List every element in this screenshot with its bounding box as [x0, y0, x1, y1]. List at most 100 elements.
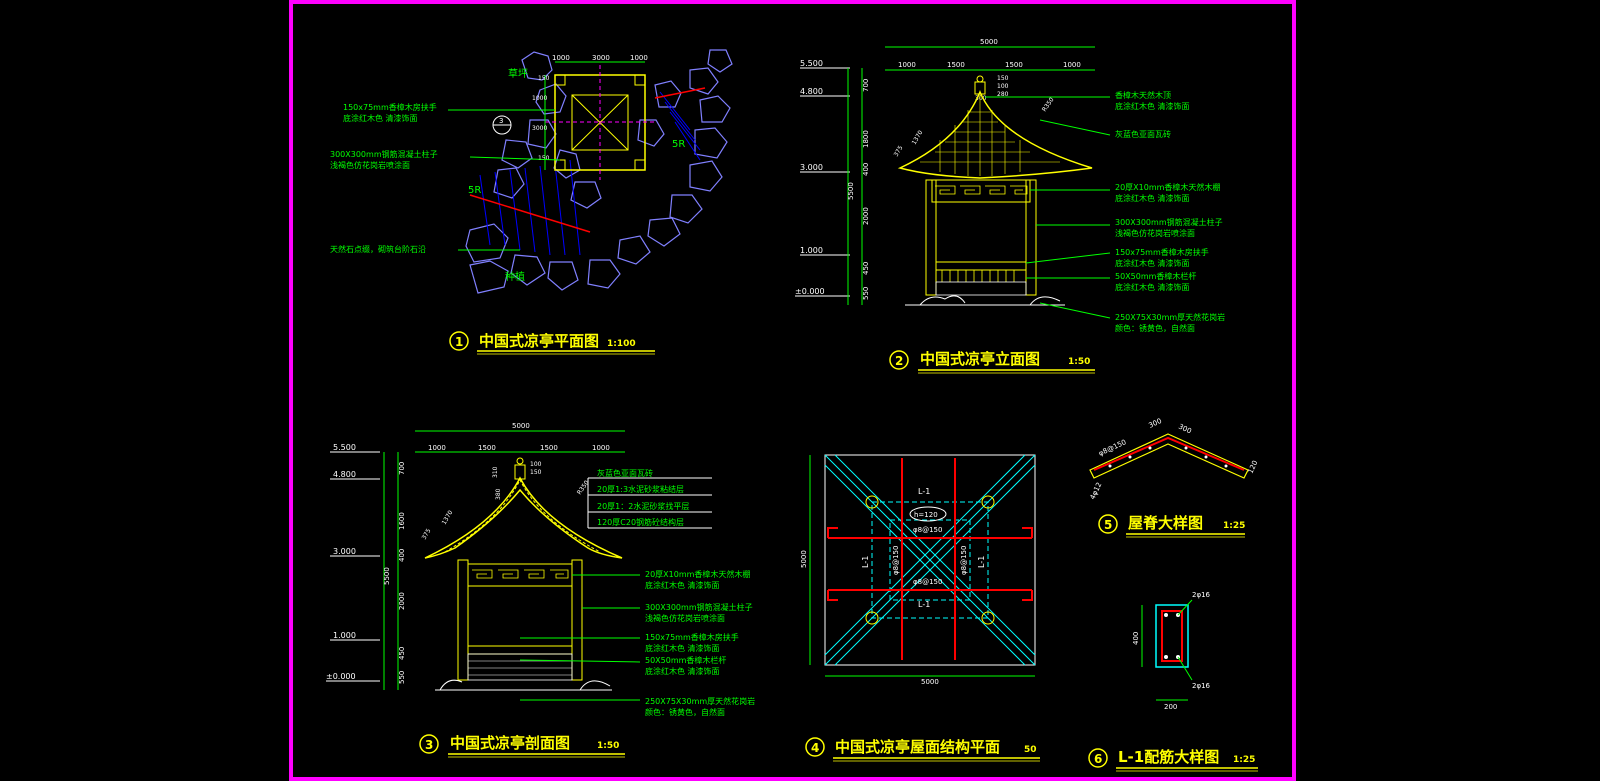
elev-overall: 5000 — [980, 38, 998, 46]
title-5: 5 屋脊大样图 1:25 — [1098, 514, 1245, 538]
title-6: 6 L-1配筋大样图 1:25 — [1088, 748, 1258, 772]
rebar-width: 200 — [1164, 703, 1177, 711]
sect-layer-2: 20厚1:3水泥砂浆粘结层 — [597, 484, 684, 494]
sect-h-6: 550 — [398, 671, 406, 684]
plan-dim-top-2: 3000 — [592, 54, 610, 62]
plan-note-1a: 150x75mm香樟木房扶手 — [343, 102, 437, 112]
elev-h-5: 450 — [862, 262, 870, 275]
elev-dim-3: 1500 — [1005, 61, 1023, 69]
rebar-drawing: 2φ16 2φ16 400 200 — [1132, 591, 1211, 711]
title-3-scale: 1:50 — [597, 741, 619, 751]
title-2-text: 中国式凉亭立面图 — [920, 350, 1040, 368]
elev-small-1: 150 — [997, 75, 1009, 82]
sect-note-4a: 50X50mm香樟木栏杆 — [645, 655, 726, 665]
sect-dim-4: 1000 — [592, 444, 610, 452]
sect-level-1: 5.500 — [333, 443, 356, 452]
title-4: 4 中国式凉亭屋面结构平面 50 — [805, 737, 1040, 762]
sect-level-4: 1.000 — [333, 631, 356, 640]
sect-h-5: 450 — [398, 647, 406, 660]
sect-h-4: 2000 — [398, 592, 406, 610]
elev-note-2: 灰蓝色亚面瓦砖 — [1115, 129, 1171, 139]
elev-note-1b: 底涂红木色 清漆饰面 — [1115, 101, 1190, 111]
plan-slope-hatch — [479, 91, 701, 256]
plan-dim-top-1: 1000 — [552, 54, 570, 62]
sect-dim-2: 1500 — [478, 444, 496, 452]
plan-note-2a: 300X300mm钢筋混凝土柱子 — [330, 149, 438, 159]
sect-level-2: 4.800 — [333, 470, 356, 479]
title-1-num: 1 — [455, 335, 463, 349]
elev-h-2: 1800 — [862, 130, 870, 148]
sect-small-4: 380 — [495, 488, 502, 500]
elev-h-1: 700 — [862, 79, 870, 92]
plan-note-1b: 底涂红木色 清漆饰面 — [343, 113, 418, 123]
title-5-text: 屋脊大样图 — [1128, 514, 1203, 532]
sect-overall: 5000 — [512, 422, 530, 430]
elev-level-2: 4.800 — [800, 87, 823, 96]
sect-note-2a: 300X300mm钢筋混凝土柱子 — [645, 602, 753, 612]
elev-roof-dim-1: 375 — [893, 144, 905, 158]
sect-layer-3: 20厚1：2水泥砂浆找平层 — [597, 501, 689, 511]
elev-dim-2: 1500 — [947, 61, 965, 69]
elev-level-4: 1.000 — [800, 246, 823, 255]
elev-level-3: 3.000 — [800, 163, 823, 172]
sect-layer-4: 120厚C20钢筋砼结构层 — [597, 517, 684, 527]
elev-roof-dim-3: R350 — [1041, 96, 1056, 113]
elev-note-6b: 底涂红木色 清漆饰面 — [1115, 282, 1190, 292]
roof-dim-side: 5000 — [800, 550, 808, 568]
plan-dim-side-1: 150 — [538, 75, 550, 82]
sect-roof — [424, 476, 623, 559]
elev-roof-dim-2: 1370 — [911, 129, 925, 146]
elev-h-6: 550 — [862, 287, 870, 300]
sect-level-3: 3.000 — [333, 547, 356, 556]
roof-beam-bottom: L-1 — [918, 600, 930, 609]
sect-note-5a: 250X75X30mm厚天然花岗岩 — [645, 696, 755, 706]
plan-note-3: 天然石点缀，砌筑台阶石沿 — [330, 244, 426, 254]
plan-note-2b: 浅褐色仿花岗岩喷涂面 — [330, 160, 410, 170]
sect-note-2b: 浅褐色仿花岗岩喷涂面 — [645, 613, 725, 623]
sect-layer-list: 灰蓝色亚面瓦砖 20厚1:3水泥砂浆粘结层 20厚1：2水泥砂浆找平层 120厚… — [587, 468, 712, 529]
sect-total-height: 5500 — [383, 567, 391, 585]
elev-note-6a: 50X50mm香樟木栏杆 — [1115, 271, 1196, 281]
title-1-scale: 1:100 — [607, 339, 636, 349]
title-4-text: 中国式凉亭屋面结构平面 — [835, 738, 1000, 756]
plan-slope-a: 5R — [672, 139, 685, 150]
roof-rebar-1: φ8@150 — [913, 526, 942, 534]
elev-h-3: 400 — [862, 163, 870, 176]
elev-roof — [897, 90, 1093, 179]
sect-note-1b: 底涂红木色 清漆饰面 — [645, 580, 720, 590]
elev-dim-4: 1000 — [1063, 61, 1081, 69]
plan-planting-label: 种植 — [505, 270, 525, 283]
roof-drawing: L-1 L-1 L-1 L-1 h=120 φ8@150 φ8@150 φ8@1… — [800, 454, 1036, 686]
plan-slope-b: 5R — [468, 185, 481, 196]
ridge-dim-2: 300 — [1177, 423, 1193, 436]
sect-level-5: ±0.000 — [326, 672, 356, 681]
elev-note-3b: 底涂红木色 清漆饰面 — [1115, 193, 1190, 203]
title-1: 1 中国式凉亭平面图 1:100 — [449, 331, 655, 355]
roof-beam-left: L-1 — [861, 556, 870, 568]
title-5-scale: 1:25 — [1223, 521, 1245, 531]
sect-note-3b: 底涂红木色 清漆饰面 — [645, 643, 720, 653]
title-4-scale: 50 — [1024, 745, 1037, 755]
elev-small-3: 280 — [997, 91, 1009, 98]
plan-dim-side-3: 3000 — [532, 125, 547, 132]
plan-section-mark: 3 — [499, 117, 503, 125]
plan-dim-top-3: 1000 — [630, 54, 648, 62]
sect-note-4b: 底涂红木色 清漆饰面 — [645, 666, 720, 676]
elevation-drawing: 5000 1000 1500 1500 1000 150 100 280 300… — [795, 38, 1225, 333]
sect-h-1: 700 — [398, 462, 406, 475]
sect-roof-dim-1: 375 — [421, 527, 433, 541]
ridge-dim-4: 120 — [1247, 459, 1260, 475]
elev-note-3a: 20厚X10mm香樟木天然木棚 — [1115, 182, 1220, 192]
sect-note-1a: 20厚X10mm香樟木天然木棚 — [645, 569, 750, 579]
roof-rebar-2: φ8@150 — [913, 578, 942, 586]
elev-total-height: 5500 — [847, 182, 855, 200]
roof-rebar-3: φ8@150 — [892, 546, 900, 575]
title-6-scale: 1:25 — [1233, 755, 1255, 765]
sect-roof-dim-2: 1370 — [441, 509, 455, 526]
sect-h-3: 400 — [398, 549, 406, 562]
title-3: 3 中国式凉亭剖面图 1:50 — [419, 734, 625, 758]
plan-drawing: 1000 3000 1000 150 1000 3000 150 草坪 种植 5… — [330, 49, 733, 294]
elev-dim-1: 1000 — [898, 61, 916, 69]
elev-note-4b: 浅褐色仿花岗岩喷涂面 — [1115, 228, 1195, 238]
elev-level-1: 5.500 — [800, 59, 823, 68]
